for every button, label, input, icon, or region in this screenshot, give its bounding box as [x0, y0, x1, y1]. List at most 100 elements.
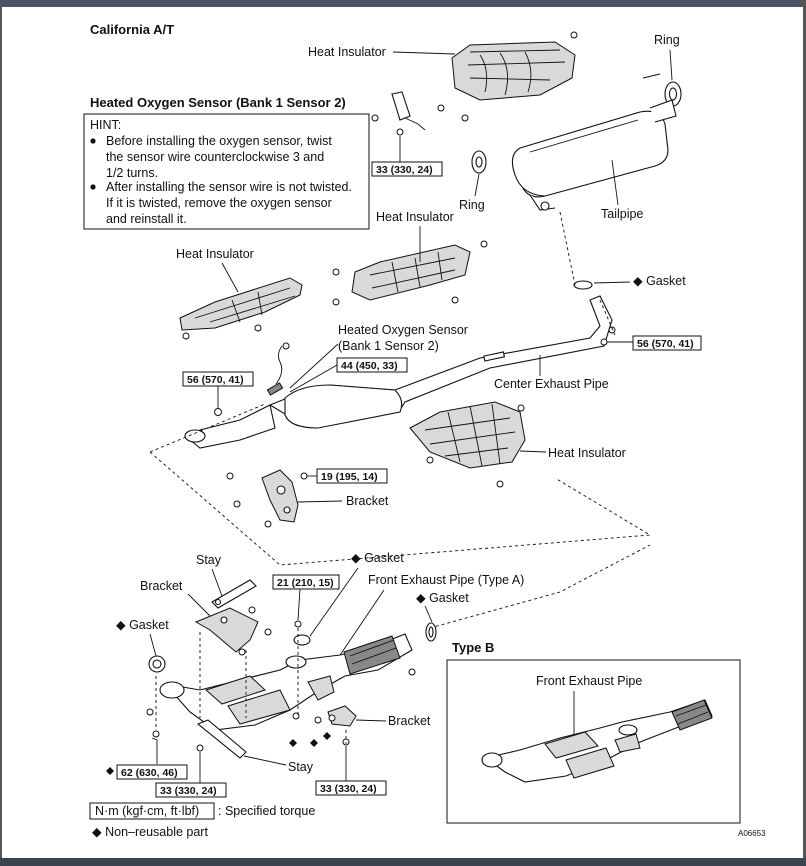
bolt-icon: [264, 520, 272, 528]
label-front-exhaust-pipe-a: Front Exhaust Pipe (Type A): [368, 573, 524, 587]
torque-33-bottom-left: 33 (330, 24): [160, 785, 217, 797]
bolt-icon: [238, 648, 246, 656]
torque-33-top: 33 (330, 24): [376, 164, 433, 176]
bolt-icon: [182, 332, 190, 340]
torque-box-62: [116, 764, 188, 780]
leader-torque-44: [289, 364, 338, 393]
leader-tailpipe: [611, 159, 619, 206]
center-exhaust-pipe: [184, 295, 613, 449]
hint-item-2-line-3: and reinstall it.: [106, 212, 187, 226]
nonreusable-diamond-icon: [289, 739, 297, 747]
label-tailpipe: Tailpipe: [601, 207, 643, 221]
bolt-icon: [371, 114, 379, 122]
nonreusable-diamond-icon: [106, 767, 114, 775]
torque-44: 44 (450, 33): [341, 360, 398, 372]
bolt-icon: [254, 324, 262, 332]
heated-oxygen-sensor-bank1-top: [391, 91, 426, 136]
right-window-border: [803, 0, 806, 866]
legend-unit: N·m (kgf·cm, ft·lbf): [95, 804, 199, 818]
leader-bracket-bottom: [355, 719, 387, 722]
label-heat-insulator-right: Heat Insulator: [548, 446, 626, 460]
leader-torque-62: [151, 737, 158, 764]
leader-gasket-front-top: [309, 567, 359, 637]
label-center-exhaust-pipe: Center Exhaust Pipe: [494, 377, 609, 391]
torque-62: 62 (630, 46): [121, 767, 178, 779]
leader-gasket-left: [149, 633, 157, 657]
legend-unit-box: [89, 802, 215, 820]
gasket-left-hole: [152, 659, 162, 669]
ring-top-hole: [668, 87, 678, 101]
label-front-exhaust-pipe-b: Front Exhaust Pipe: [536, 674, 642, 688]
figure-id: A06653: [738, 829, 766, 838]
bolt-icon: [461, 114, 469, 122]
ring-middle-hole: [475, 156, 483, 168]
sensor-heading: Heated Oxygen Sensor (Bank 1 Sensor 2): [90, 95, 346, 110]
label-gasket-right: ◆ Gasket: [633, 274, 686, 288]
legend-nonreuse: ◆ Non–reusable part: [92, 825, 208, 839]
stay-bottom: [196, 719, 247, 759]
torque-box-33-top: [371, 161, 443, 177]
stay-top: [211, 579, 257, 609]
torque-box-33-bottom-left: [155, 782, 227, 798]
label-stay-top: Stay: [196, 553, 222, 567]
bolt-icon: [408, 668, 416, 676]
leader-stay-bottom: [243, 755, 287, 766]
leader-heat-insulator-left: [221, 262, 239, 293]
leader-ring-middle: [474, 173, 480, 197]
bolt-icon: [517, 404, 525, 412]
label-ring-middle: Ring: [459, 198, 485, 212]
label-gasket-left: ◆ Gasket: [116, 618, 169, 632]
hint-item-2-line-2: If it is twisted, remove the oxygen sens…: [106, 196, 332, 210]
hint-bullet-2: [90, 184, 96, 190]
left-window-border: [0, 0, 2, 866]
hint-item-1-line-1: Before installing the oxygen sensor, twi…: [106, 134, 332, 148]
label-gasket-front-right: ◆ Gasket: [416, 591, 469, 605]
bracket-bottom: [327, 705, 357, 727]
bolt-icon: [480, 240, 488, 248]
bolt-icon: [570, 31, 578, 39]
bolt-icon: [426, 456, 434, 464]
gasket-front-top: [293, 634, 311, 646]
heat-insulator-right: [409, 401, 526, 469]
torque-33-bottom-right: 33 (330, 24): [320, 783, 377, 795]
label-heat-insulator-middle: Heat Insulator: [376, 210, 454, 224]
bolt-icon: [294, 620, 302, 628]
hint-item-2-line-1: After installing the sensor wire is not …: [106, 180, 352, 194]
legend-unit-text: : Specified torque: [218, 804, 315, 818]
gasket-front-right-hole: [428, 626, 434, 638]
tailpipe-muffler: [511, 99, 677, 211]
hint-bullet-1: [90, 138, 96, 144]
label-heat-insulator-left: Heat Insulator: [176, 247, 254, 261]
leader-torque-21: [297, 588, 301, 621]
leader-stay-top: [211, 568, 223, 597]
hint-item-1-line-3: 1/2 turns.: [106, 166, 158, 180]
alignment-lines: [155, 628, 347, 744]
bolt-icon: [292, 712, 300, 720]
assembly-outline-front: [429, 544, 651, 629]
assembly-outline-center-top: [149, 403, 266, 453]
ring-bolt: [642, 73, 661, 79]
hint-box: [83, 113, 370, 230]
bolt-icon: [248, 606, 256, 614]
hint-item-1-line-2: the sensor wire counterclockwise 3 and: [106, 150, 324, 164]
bottom-window-border: [0, 858, 806, 866]
heat-insulator-middle: [351, 244, 471, 301]
label-heat-insulator-top: Heat Insulator: [308, 45, 386, 59]
assembly-outline-tailpipe: [559, 211, 616, 336]
hint-title: HINT:: [90, 118, 121, 132]
bolt-icon: [314, 716, 322, 724]
bracket-left: [194, 607, 259, 653]
top-window-border: [0, 0, 806, 7]
gasket-right: [573, 280, 593, 290]
label-ring-top: Ring: [654, 33, 680, 47]
bolt-icon: [300, 472, 308, 480]
bolt-icon: [264, 628, 272, 636]
nonreusable-diamond-icon: [310, 739, 318, 747]
torque-56-left: 56 (570, 41): [187, 374, 244, 386]
bolt-icon: [226, 472, 234, 480]
label-bracket-bottom: Bracket: [388, 714, 431, 728]
torque-box-33-bottom-right: [315, 780, 387, 796]
bolt-icon: [332, 298, 340, 306]
